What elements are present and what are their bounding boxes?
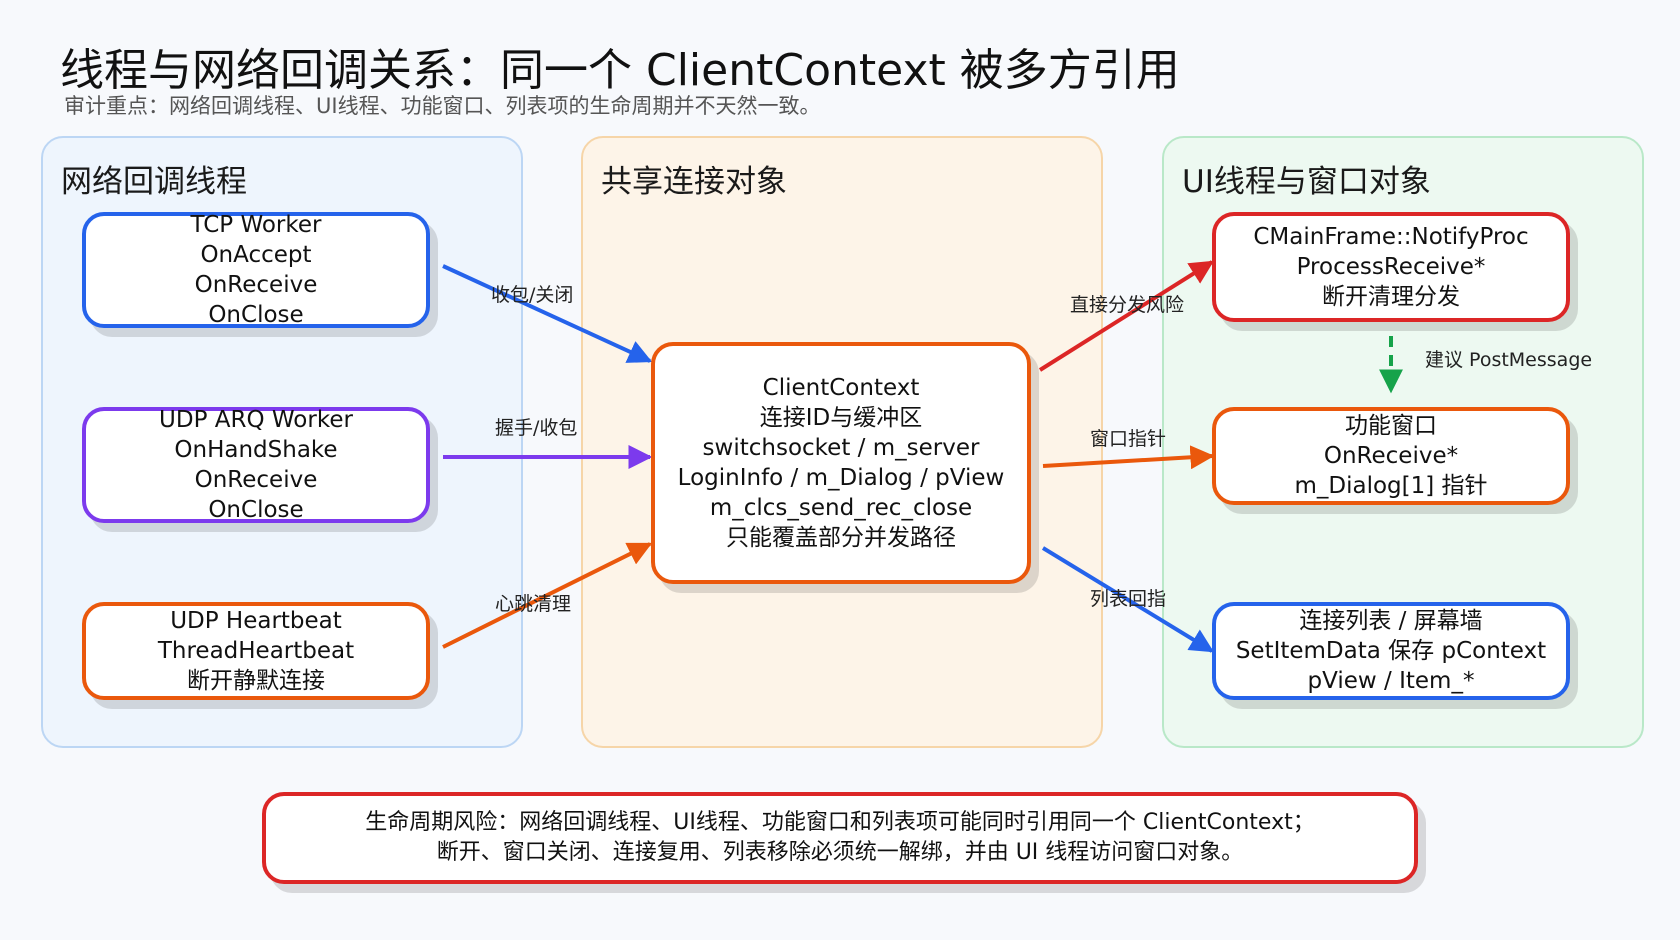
- node-main-line-2: ProcessReceive*: [1296, 254, 1486, 280]
- panel-title-ui: UI线程与窗口对象: [1182, 164, 1431, 200]
- node-main-line-1: CMainFrame::NotifyProc: [1253, 224, 1529, 250]
- edge-label-mainframe: 直接分发风险: [1070, 294, 1185, 316]
- risk-note-line-1: 生命周期风险：网络回调线程、UI线程、功能窗口和列表项可能同时引用同一个 Cli…: [365, 810, 1315, 835]
- node-feature-window: 功能窗口 OnReceive* m_Dialog[1] 指针: [1212, 407, 1570, 505]
- edge-label-feature: 窗口指针: [1090, 428, 1167, 450]
- node-tcp-line-2: OnAccept: [200, 242, 312, 268]
- node-main-line-3: 断开清理分发: [1322, 284, 1460, 310]
- node-arq-line-1: UDP ARQ Worker: [159, 407, 353, 433]
- edge-label-list: 列表回指: [1090, 588, 1167, 610]
- edge-label-tcp: 收包/关闭: [491, 284, 574, 306]
- node-tcp-line-4: OnClose: [208, 302, 304, 328]
- node-ctx-line-4: LoginInfo / m_Dialog / pView: [677, 465, 1005, 491]
- edge-label-postmessage: 建议 PostMessage: [1425, 349, 1593, 371]
- panel-title-network: 网络回调线程: [61, 164, 247, 200]
- risk-note-line-2: 断开、窗口关闭、连接复用、列表移除必须统一解绑，并由 UI 线程访问窗口对象。: [436, 840, 1244, 865]
- node-ctx-line-2: 连接ID与缓冲区: [759, 405, 923, 431]
- node-ctx-line-3: switchsocket / m_server: [702, 435, 980, 461]
- node-list-line-1: 连接列表 / 屏幕墙: [1299, 608, 1483, 634]
- node-connection-list: 连接列表 / 屏幕墙 SetItemData 保存 pContext pView…: [1212, 602, 1570, 700]
- node-udp-arq-worker: UDP ARQ Worker OnHandShake OnReceive OnC…: [82, 407, 430, 523]
- node-hb-line-1: UDP Heartbeat: [170, 608, 342, 634]
- edge-tcp-to-context: [442, 264, 653, 363]
- node-arq-line-2: OnHandShake: [174, 437, 338, 463]
- page-title: 线程与网络回调关系：同一个 ClientContext 被多方引用: [60, 45, 1180, 96]
- node-list-line-3: pView / Item_*: [1307, 668, 1475, 694]
- node-tcp-worker: TCP Worker OnAccept OnReceive OnClose: [82, 212, 430, 328]
- lifecycle-risk-note: 生命周期风险：网络回调线程、UI线程、功能窗口和列表项可能同时引用同一个 Cli…: [262, 792, 1418, 884]
- node-feature-line-2: OnReceive*: [1323, 443, 1459, 469]
- node-feature-line-3: m_Dialog[1] 指针: [1294, 473, 1488, 499]
- node-ctx-line-6: 只能覆盖部分并发路径: [726, 525, 956, 551]
- node-hb-line-3: 断开静默连接: [187, 668, 325, 694]
- edge-context-to-list: [1041, 546, 1215, 653]
- node-mainframe-notify: CMainFrame::NotifyProc ProcessReceive* 断…: [1212, 212, 1570, 322]
- page-subtitle: 审计重点：网络回调线程、UI线程、功能窗口、列表项的生命周期并不天然一致。: [64, 94, 821, 118]
- node-feature-line-1: 功能窗口: [1345, 413, 1437, 439]
- edge-context-to-feature: [1042, 445, 1215, 470]
- node-arq-line-4: OnClose: [208, 497, 304, 523]
- edge-label-arq: 握手/收包: [495, 417, 578, 439]
- node-udp-heartbeat: UDP Heartbeat ThreadHeartbeat 断开静默连接: [82, 602, 430, 700]
- node-hb-line-2: ThreadHeartbeat: [157, 638, 355, 664]
- node-arq-line-3: OnReceive: [194, 467, 318, 493]
- node-tcp-line-3: OnReceive: [194, 272, 318, 298]
- edge-heartbeat-to-context: [442, 542, 653, 649]
- node-ctx-line-5: m_clcs_send_rec_close: [709, 495, 973, 521]
- panel-title-shared: 共享连接对象: [601, 164, 787, 200]
- edge-context-to-mainframe: [1038, 260, 1215, 372]
- node-list-line-2: SetItemData 保存 pContext: [1235, 638, 1547, 664]
- node-tcp-line-1: TCP Worker: [190, 212, 322, 238]
- node-client-context: ClientContext 连接ID与缓冲区 switchsocket / m_…: [651, 342, 1031, 584]
- node-ctx-line-1: ClientContext: [762, 375, 920, 401]
- edge-label-heartbeat: 心跳清理: [495, 593, 572, 615]
